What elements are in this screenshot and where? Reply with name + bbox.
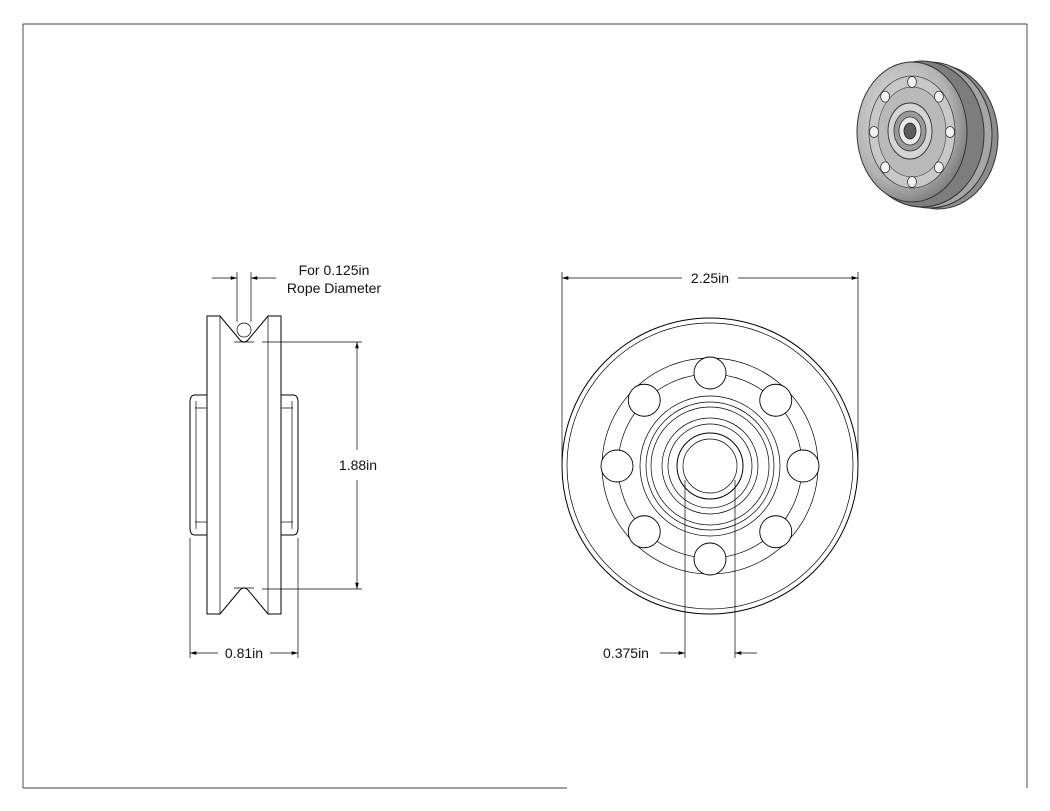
- bolt-hole: [627, 515, 661, 549]
- isometric-hole: [933, 161, 944, 174]
- sheet-border: [22, 23, 1028, 789]
- diameter-dimension: 2.25in: [561, 270, 859, 462]
- isometric-hole: [869, 126, 879, 138]
- bore-dimension: 0.375in: [603, 480, 757, 661]
- diameter-label: 2.25in: [691, 270, 729, 286]
- rope-label-line1: For 0.125in: [299, 262, 370, 278]
- bolt-hole: [693, 356, 727, 390]
- bolt-hole: [759, 383, 793, 417]
- width-label: 0.81in: [225, 645, 263, 661]
- rope-label-line2: Rope Diameter: [287, 280, 381, 296]
- width-dimension: 0.81in: [189, 538, 299, 661]
- isometric-hole: [880, 161, 891, 174]
- rope-diameter-dimension: For 0.125in Rope Diameter: [212, 262, 381, 322]
- bolt-hole: [600, 449, 634, 483]
- isometric-hole: [945, 126, 955, 138]
- bore-label: 0.375in: [603, 645, 649, 661]
- bolt-hole: [786, 449, 820, 483]
- isometric-view: [856, 60, 999, 210]
- height-label: 1.88in: [339, 457, 377, 473]
- isometric-hole: [907, 76, 917, 88]
- height-dimension: 1.88in: [262, 341, 377, 590]
- side-view: [189, 315, 299, 615]
- isometric-holes: [869, 76, 955, 188]
- bolt-holes: [600, 356, 820, 576]
- bolt-hole: [693, 542, 727, 576]
- bolt-hole: [627, 383, 661, 417]
- front-view: [561, 317, 859, 615]
- isometric-hole: [933, 90, 944, 103]
- isometric-hole: [880, 90, 891, 103]
- bolt-hole: [759, 515, 793, 549]
- isometric-hole: [907, 176, 917, 188]
